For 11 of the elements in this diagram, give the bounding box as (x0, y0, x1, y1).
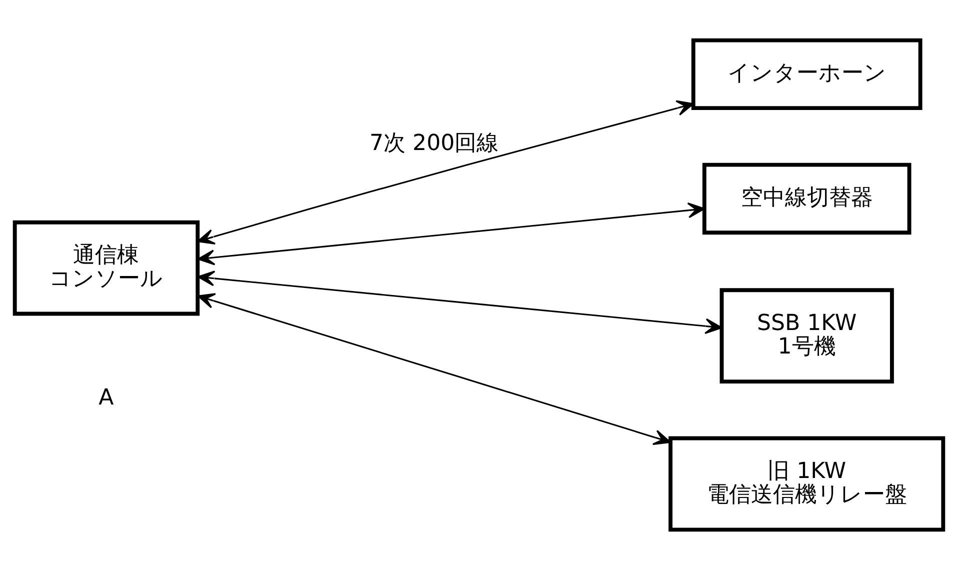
node-box: 旧 1KW 電信送信機リレー盤 (668, 436, 946, 532)
arrow (197, 100, 694, 244)
edge-label: 7次 200回線 (370, 130, 499, 156)
label: A (98, 385, 114, 410)
arrow (198, 270, 722, 334)
node-box: インターホーン (691, 38, 922, 110)
arrow (198, 292, 671, 445)
node-box: 空中線切替器 (702, 162, 912, 234)
node-box: SSB 1KW 1号機 (720, 288, 894, 384)
arrow (198, 202, 706, 265)
node-box: 通信棟 コンソール (12, 220, 200, 316)
